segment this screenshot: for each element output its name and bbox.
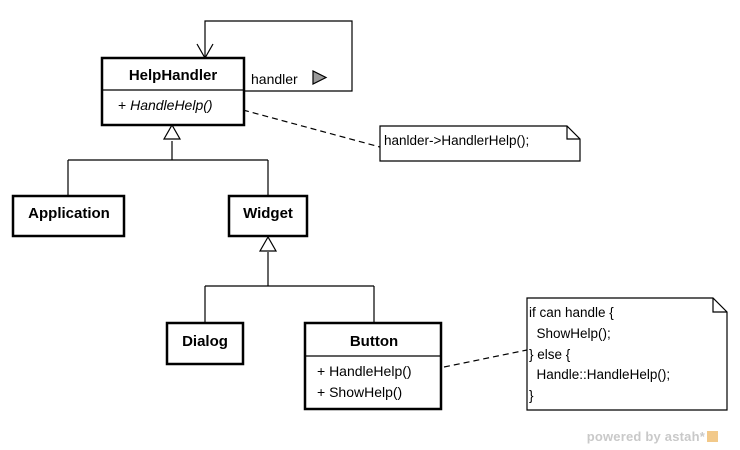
generalization-helphandler — [67, 141, 269, 196]
class-widget[interactable]: Widget — [227, 194, 309, 238]
operation-handlehelp: + HandleHelp() — [317, 363, 412, 379]
note-button-line-3: } else { — [529, 347, 571, 362]
watermark-text: powered by astah* — [586, 429, 705, 444]
operation-handlehelp-abstract: + HandleHelp() — [118, 97, 213, 113]
class-name-dialog: Dialog — [182, 333, 228, 350]
generalization-arrow-widget — [258, 235, 278, 252]
class-name-helphandler: HelpHandler — [129, 67, 218, 84]
class-application[interactable]: Application — [11, 194, 126, 238]
generalization-widget — [204, 252, 375, 323]
association-direction-triangle-icon — [312, 70, 328, 85]
operation-showhelp: + ShowHelp() — [317, 384, 402, 400]
class-dialog[interactable]: Dialog — [165, 321, 245, 366]
note-button-line-1: if can handle { — [529, 305, 614, 320]
note-button-line-4: Handle::HandleHelp(); — [529, 367, 670, 382]
class-name-button: Button — [350, 333, 398, 350]
note-button[interactable]: if can handle { ShowHelp(); } else { Han… — [526, 297, 728, 411]
class-button[interactable]: Button + HandleHelp() + ShowHelp() — [303, 321, 443, 411]
note-helphandler-text: hanlder->HandlerHelp(); — [384, 133, 529, 148]
astah-watermark: powered by astah* — [587, 429, 718, 444]
class-helphandler[interactable]: HelpHandler + HandleHelp() — [100, 56, 246, 127]
note-button-line-5: } — [529, 388, 534, 403]
astah-logo-icon — [707, 431, 718, 442]
note-helphandler[interactable]: hanlder->HandlerHelp(); — [379, 125, 581, 162]
note-anchor-button — [443, 349, 528, 368]
generalization-arrow-helphandler — [162, 123, 182, 140]
self-association-line — [204, 20, 353, 92]
class-name-application: Application — [28, 205, 110, 222]
association-label: handler — [251, 71, 298, 87]
note-button-line-2: ShowHelp(); — [529, 326, 611, 341]
class-name-widget: Widget — [243, 205, 293, 222]
note-anchor-helphandler — [242, 109, 381, 148]
